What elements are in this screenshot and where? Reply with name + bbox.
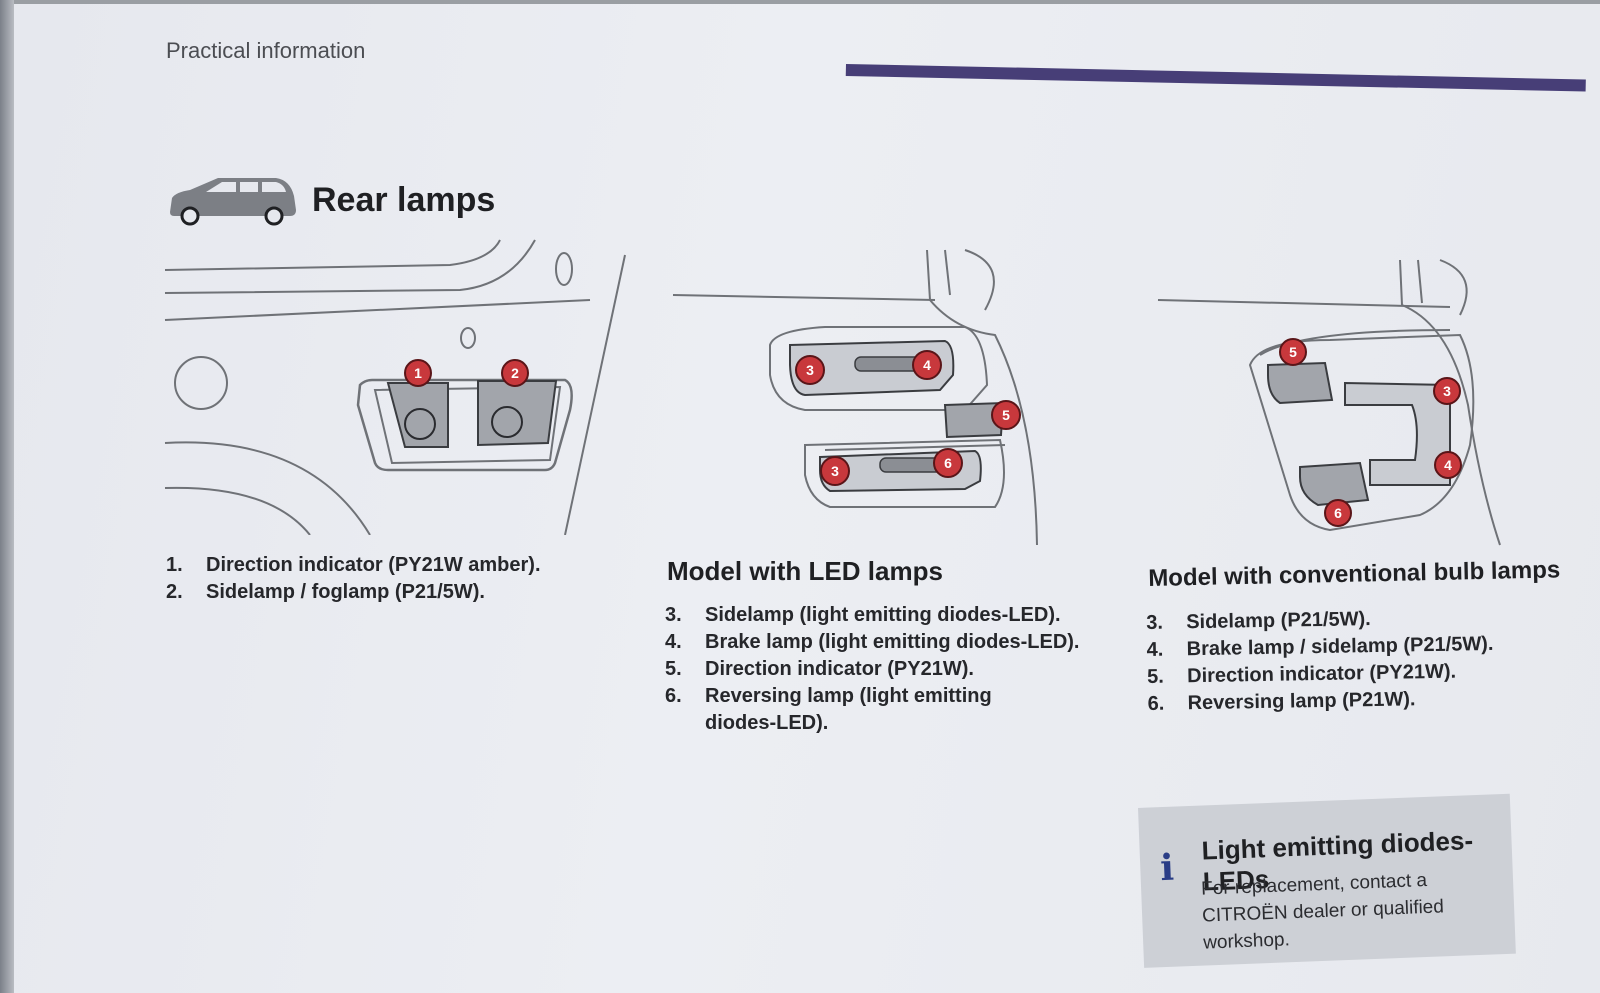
section-title: Rear lamps bbox=[312, 180, 496, 219]
marker-6: 6 bbox=[1324, 499, 1352, 527]
list-item: 5. Direction indicator (PY21W). bbox=[665, 658, 974, 680]
marker-2: 2 bbox=[501, 359, 529, 387]
marker-1: 1 bbox=[404, 359, 432, 387]
list-item: 1. Direction indicator (PY21W amber). bbox=[166, 554, 541, 576]
list-item: 2. Sidelamp / foglamp (P21/5W). bbox=[166, 581, 485, 603]
marker-5: 5 bbox=[991, 400, 1021, 430]
svg-text:3: 3 bbox=[1443, 383, 1451, 399]
svg-text:6: 6 bbox=[1334, 505, 1342, 521]
list-item: 4. Brake lamp (light emitting diodes-LED… bbox=[665, 631, 1080, 653]
info-box: i Light emitting diodes-LEDs For replace… bbox=[1138, 793, 1516, 968]
led-lamp-diagram: 3 4 5 6 3 bbox=[672, 249, 1038, 545]
marker-4: 4 bbox=[1434, 451, 1462, 479]
marker-4: 4 bbox=[912, 350, 942, 380]
info-text: For replacement, contact a CITROËN deale… bbox=[1200, 869, 1445, 954]
svg-text:3: 3 bbox=[831, 463, 839, 479]
page-header: Practical information bbox=[166, 38, 366, 63]
list-item: 6. Reversing lamp (light emitting diodes… bbox=[665, 685, 992, 734]
marker-3-bottom: 3 bbox=[820, 456, 850, 486]
svg-text:1: 1 bbox=[414, 365, 422, 381]
bulb-lamp-diagram: 5 3 4 6 bbox=[1157, 259, 1501, 546]
info-icon: i bbox=[1159, 846, 1175, 890]
car-icon bbox=[170, 178, 296, 226]
svg-text:4: 4 bbox=[923, 357, 931, 373]
svg-text:2: 2 bbox=[511, 365, 519, 381]
svg-text:3: 3 bbox=[806, 362, 814, 378]
led-heading: Model with LED lamps bbox=[667, 556, 943, 586]
svg-text:5: 5 bbox=[1289, 344, 1297, 360]
bulb-lamps-list: 3. Sidelamp (P21/5W). 4. Brake lamp / si… bbox=[1146, 603, 1528, 718]
svg-text:4: 4 bbox=[1444, 457, 1452, 473]
marker-6: 6 bbox=[933, 448, 963, 478]
list-item: 3. Sidelamp (light emitting diodes-LED). bbox=[665, 604, 1061, 626]
svg-text:6: 6 bbox=[944, 455, 952, 471]
rear-lamps-list: 1. Direction indicator (PY21W amber). 2.… bbox=[166, 552, 606, 606]
book-spine bbox=[0, 0, 14, 993]
svg-text:5: 5 bbox=[1002, 407, 1010, 423]
marker-3-top: 3 bbox=[795, 355, 825, 385]
marker-3: 3 bbox=[1433, 377, 1461, 405]
marker-5: 5 bbox=[1279, 338, 1307, 366]
rear-bumper-diagram: 1 2 bbox=[164, 239, 626, 535]
led-lamps-list: 3. Sidelamp (light emitting diodes-LED).… bbox=[665, 602, 1115, 737]
section-heading: Rear lamps bbox=[166, 170, 495, 230]
